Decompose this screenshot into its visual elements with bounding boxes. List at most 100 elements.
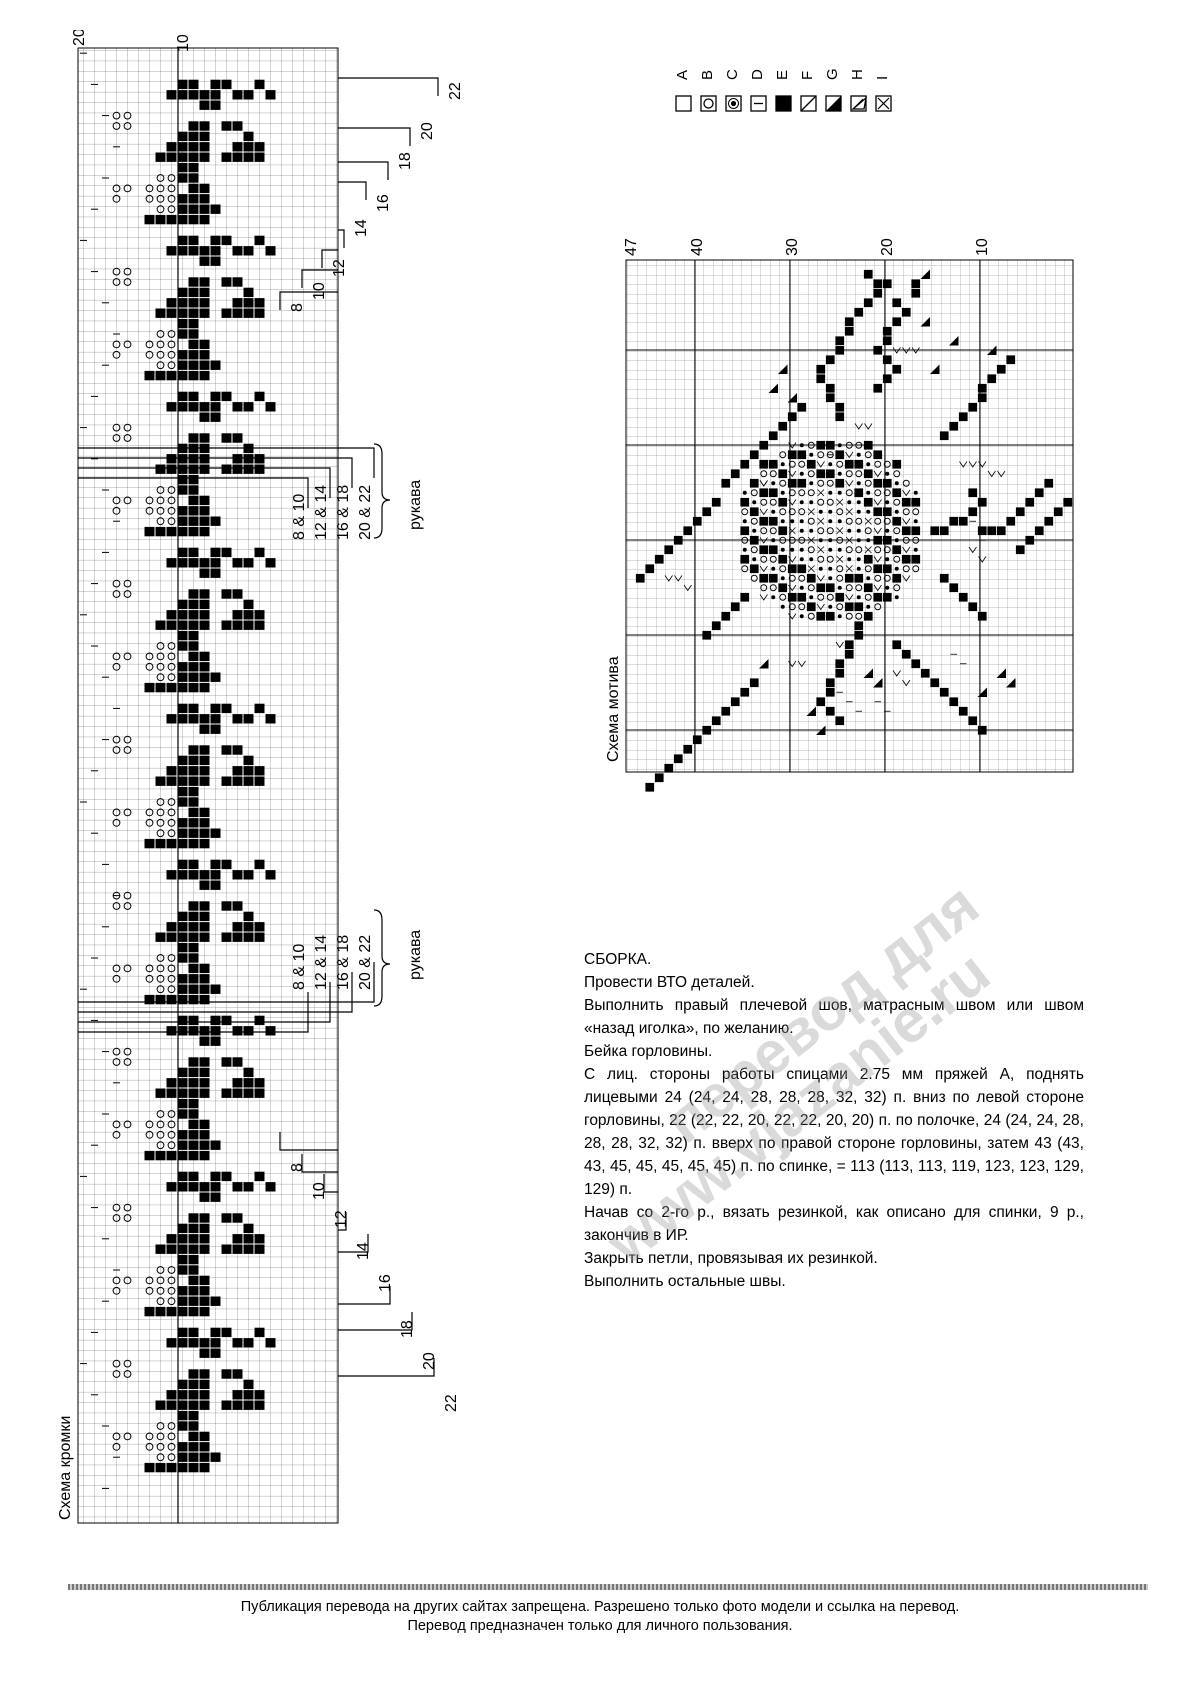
filled-stitch (210, 880, 221, 890)
ring-stitch (112, 1286, 121, 1295)
ring-stitch (145, 1276, 154, 1285)
filled-stitch (199, 308, 210, 318)
filled-stitch (199, 1234, 210, 1244)
ring-stitch (123, 735, 132, 744)
ring-stitch (112, 1120, 121, 1129)
ring-stitch (855, 441, 863, 449)
filled-stitch (144, 1150, 155, 1161)
sleeve-size-label: 16 & 18 (335, 485, 352, 540)
edge-chart: 20 10 22 20 18 16 14 12 10 8 8 & 10 12 &… (57, 30, 464, 1524)
ring-stitch (145, 808, 154, 817)
ring-stitch (123, 496, 132, 505)
triangle-stitch (949, 336, 959, 346)
filled-stitch (673, 535, 683, 545)
ring-stitch (112, 579, 121, 588)
ring-stitch (167, 1442, 176, 1451)
filled-stitch (177, 402, 188, 412)
filled-stitch (188, 277, 199, 287)
filled-stitch (232, 745, 243, 755)
filled-stitch (177, 797, 188, 807)
filled-stitch (199, 194, 210, 204)
filled-stitch (768, 545, 778, 555)
ring-stitch (112, 267, 121, 276)
filled-stitch (166, 1400, 177, 1410)
ring-stitch (156, 1286, 165, 1295)
ring-stitch (112, 350, 121, 359)
filled-stitch (730, 697, 740, 707)
filled-stitch (635, 573, 645, 583)
filled-stitch (177, 90, 188, 100)
dot-stitch (799, 557, 804, 562)
ring-stitch (167, 1453, 176, 1462)
filled-stitch (177, 360, 188, 370)
filled-stitch (221, 433, 232, 443)
filled-stitch (188, 1140, 199, 1150)
filled-stitch (749, 507, 759, 517)
dot-stitch (799, 471, 804, 476)
ring-stitch (123, 1047, 132, 1056)
ring-stitch (817, 498, 825, 506)
filled-stitch (221, 308, 232, 318)
filled-stitch (254, 922, 265, 932)
filled-stitch (188, 516, 199, 526)
filled-stitch (892, 573, 902, 583)
filled-stitch (199, 568, 210, 578)
filled-stitch (188, 651, 199, 662)
filled-stitch (254, 1078, 265, 1088)
filled-stitch (740, 554, 750, 564)
triangle-stitch (873, 678, 883, 688)
filled-stitch (873, 450, 883, 460)
filled-stitch (199, 1306, 210, 1317)
dot-stitch (790, 519, 795, 524)
dot-stitch (913, 490, 918, 495)
filled-stitch (232, 558, 243, 568)
filled-stitch (188, 1327, 199, 1338)
ring-stitch (769, 584, 777, 592)
filled-stitch (177, 350, 188, 360)
legend-symbol-diagonal-half (800, 95, 817, 112)
dot-stitch (856, 557, 861, 562)
ring-stitch (145, 194, 154, 203)
filled-stitch (1044, 516, 1054, 526)
ring-stitch (167, 1422, 176, 1430)
size-label: 16 (377, 1274, 394, 1292)
ring-stitch (807, 517, 815, 525)
legend-symbol-ring (700, 95, 717, 112)
triangle-stitch (863, 668, 873, 678)
filled-stitch (199, 1150, 210, 1161)
filled-stitch (243, 246, 254, 256)
filled-stitch (968, 602, 978, 612)
filled-stitch (199, 682, 210, 693)
sleeve-brace (373, 909, 391, 1007)
filled-stitch (177, 641, 188, 651)
filled-stitch (254, 932, 265, 942)
filled-stitch (683, 744, 693, 754)
filled-stitch (835, 412, 845, 422)
ring-stitch (769, 527, 777, 535)
ring-stitch (145, 184, 154, 193)
filled-stitch (210, 1296, 221, 1306)
ring-stitch (156, 798, 165, 806)
filled-stitch (177, 662, 188, 672)
ring-stitch (817, 555, 825, 563)
filled-stitch (177, 1379, 188, 1390)
dot-stitch (866, 576, 871, 581)
filled-stitch (987, 526, 997, 536)
dot-stitch (771, 566, 776, 571)
filled-stitch (166, 214, 177, 225)
filled-stitch (844, 640, 854, 650)
filled-stitch (873, 507, 883, 517)
ring-stitch (769, 470, 777, 478)
filled-stitch (243, 287, 254, 298)
filled-stitch (901, 497, 911, 507)
ring-stitch (788, 460, 796, 468)
filled-stitch (977, 393, 987, 403)
filled-stitch (787, 450, 797, 460)
filled-stitch (844, 573, 854, 583)
filled-stitch (188, 932, 199, 942)
ring-stitch (779, 451, 787, 459)
ring-stitch (167, 818, 176, 827)
filled-stitch (199, 360, 210, 370)
ring-stitch (167, 194, 176, 203)
filled-stitch (188, 329, 199, 339)
